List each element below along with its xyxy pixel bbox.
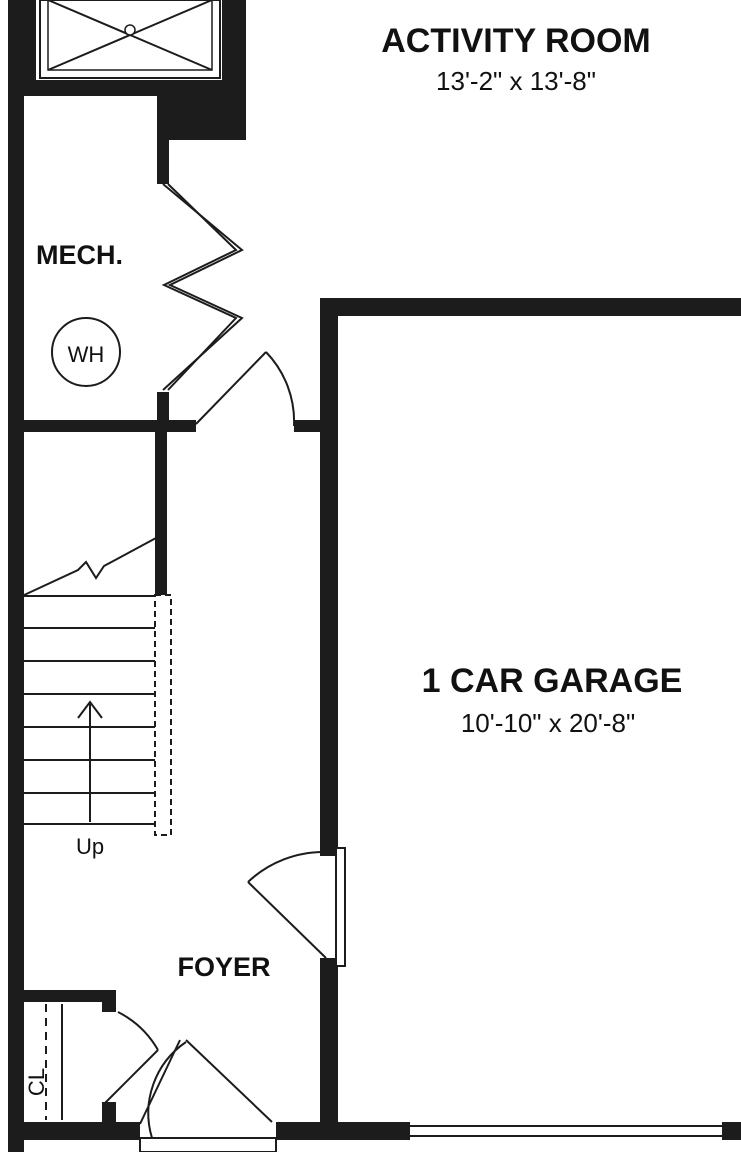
garage-dimensions: 10'-10" x 20'-8" (461, 708, 635, 738)
closet (45, 1004, 159, 1120)
bottom-exterior-wall-right (722, 1122, 741, 1140)
bottom-exterior-wall-mid (276, 1122, 410, 1140)
water-heater-label: WH (68, 342, 105, 367)
hall-swing-door-icon (195, 351, 296, 427)
walls (8, 0, 741, 1152)
water-heater-icon (51, 317, 121, 387)
water-heater: WH (51, 317, 121, 387)
closet-right-stub (102, 990, 116, 1012)
closet-door-jamb (102, 1102, 116, 1124)
activity-room-dimensions: 13'-2" x 13'-8" (436, 66, 596, 96)
mech-bottom-wall (20, 420, 196, 432)
stairs: Up (21, 537, 172, 859)
mech-bifold-door-icon (161, 183, 244, 391)
stair-side-wall (155, 430, 167, 595)
bottom-exterior-wall-left (8, 1122, 140, 1140)
activity-room-title: ACTIVITY ROOM (381, 22, 651, 60)
closet-top-wall (20, 990, 116, 1002)
stair-up-arrow-icon (77, 700, 103, 719)
top-chase-wall-left (20, 0, 36, 96)
stair-handrail (154, 594, 172, 836)
garage-left-wall-upper (320, 298, 338, 856)
shower-icon (39, 0, 221, 79)
mech-room-label: MECH. (36, 240, 123, 270)
mech-wall-upper (157, 96, 169, 184)
foyer-label: FOYER (177, 952, 270, 982)
closet-label: CL (24, 1068, 49, 1096)
top-chase-block (160, 96, 246, 140)
garage-entry-door-icon (247, 847, 346, 967)
garage-left-wall-lower (320, 958, 338, 1140)
top-chase-wall-bottom (20, 80, 246, 96)
garage-top-wall (320, 298, 741, 316)
stair-up-label: Up (76, 834, 104, 859)
front-entry-door-icon (139, 1039, 277, 1152)
garage-title: 1 CAR GARAGE (422, 662, 683, 700)
left-exterior-wall (8, 0, 24, 1152)
overhead-garage-door-icon (410, 1125, 722, 1137)
